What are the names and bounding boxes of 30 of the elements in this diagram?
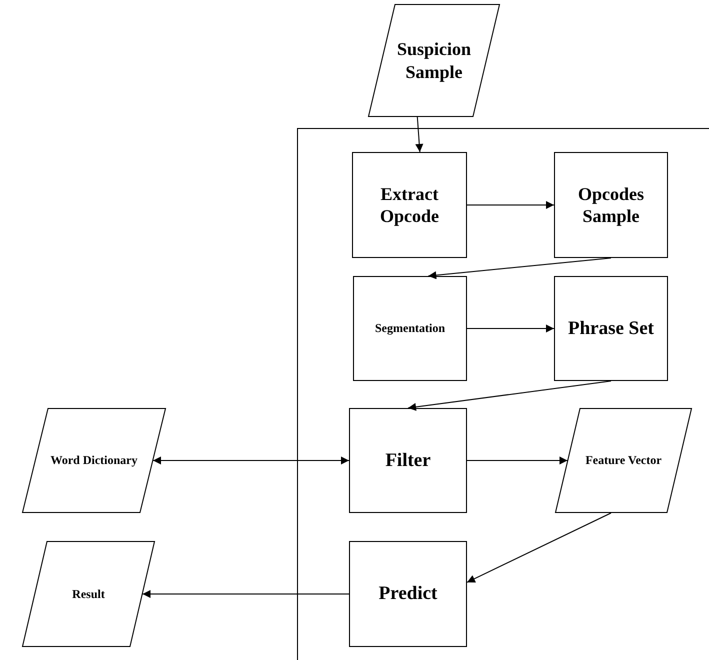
data-parallelogram [22,541,155,647]
arrow [415,116,424,152]
node-label: Suspicion Sample [396,38,472,83]
process-box [349,541,467,647]
node-label: Opcodes Sample [576,182,645,228]
arrow [466,324,554,332]
arrow [428,258,612,280]
container-panel [297,128,709,660]
process-box [554,276,668,381]
process-box [554,152,668,258]
node-label: Word Dictionary [50,453,138,468]
node-label: Phrase Set [568,316,654,340]
process-box [353,276,467,381]
node-label: Feature Vector [585,453,662,468]
arrow [466,512,612,583]
arrow [408,380,612,411]
data-parallelogram [368,4,500,117]
node-label: Extract Opcode [378,182,440,228]
node-label: Segmentation [375,321,445,336]
process-box [349,408,467,513]
arrow [152,456,350,464]
process-box [352,152,467,258]
arrow [466,201,554,209]
node-label: Result [72,586,105,602]
node-label: Filter [385,448,431,472]
data-parallelogram [22,408,166,513]
data-parallelogram [555,408,692,513]
arrow [142,590,350,598]
arrow [466,456,568,464]
node-label: Predict [378,582,438,606]
